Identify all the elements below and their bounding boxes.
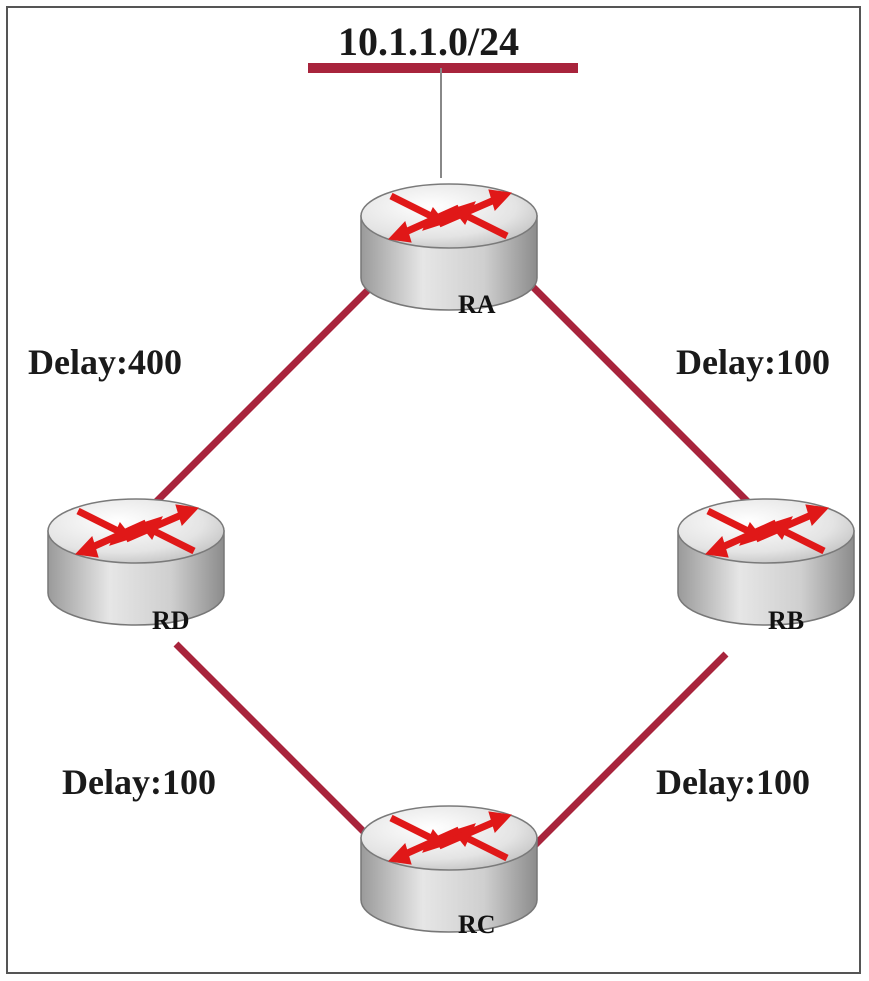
router-ra-icon[interactable] — [361, 184, 537, 310]
link-rd-rc-delay: Delay:100 — [62, 762, 216, 802]
link-rb-rc-delay: Delay:100 — [656, 762, 810, 802]
router-rd-icon[interactable] — [48, 499, 224, 625]
link-ra-rd-delay: Delay:400 — [28, 342, 182, 382]
subnet-label: 10.1.1.0/24 — [338, 19, 520, 64]
link-rb-rc — [531, 651, 729, 849]
router-rc-icon[interactable] — [361, 806, 537, 932]
link-ra-rb-delay: Delay:100 — [676, 342, 830, 382]
router-rb-icon[interactable] — [678, 499, 854, 625]
router-rd-label: RD — [152, 606, 190, 635]
link-ra-rb — [529, 283, 757, 511]
link-rd-rc — [173, 641, 375, 843]
router-rc-label: RC — [458, 910, 496, 939]
router-ra-label: RA — [458, 290, 496, 319]
link-ra-rd — [147, 283, 375, 511]
router-rb-label: RB — [768, 606, 805, 635]
